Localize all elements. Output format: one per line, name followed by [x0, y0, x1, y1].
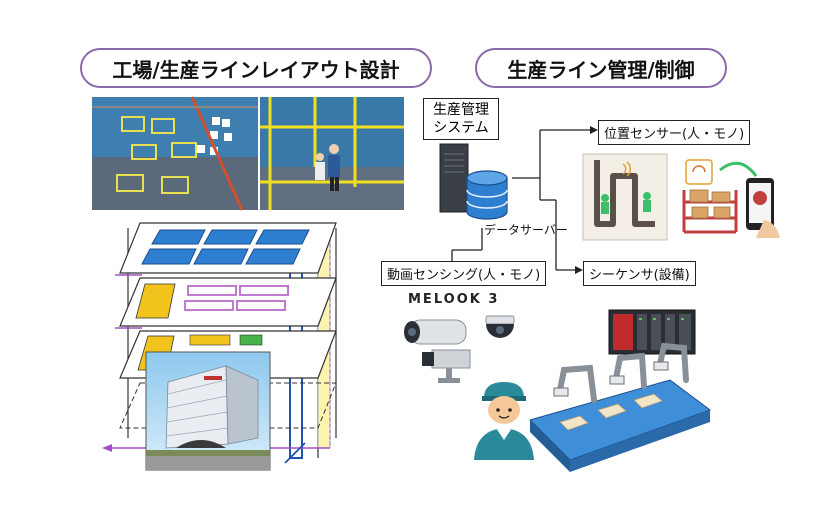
sequencer-label: シーケンサ(設備) — [583, 261, 696, 286]
melook-logo: MELOOK 3 — [408, 292, 500, 307]
system-label-line1: 生産管理 — [433, 102, 489, 118]
video-sensing-label: 動画センシング(人・モノ) — [381, 261, 547, 286]
data-server-label: データサーバー — [484, 223, 568, 237]
camera-bullet-icon — [404, 319, 467, 345]
camera-dome-icon — [485, 315, 515, 338]
camera-box-icon — [422, 349, 471, 383]
production-system-label: 生産管理 システム — [423, 98, 499, 140]
database-icon — [466, 170, 508, 220]
factory-building-photo — [145, 351, 271, 471]
left-section-title: 工場/生産ラインレイアウト設計 — [80, 48, 432, 88]
worker-icon — [474, 382, 534, 460]
right-section-title: 生産ライン管理/制御 — [475, 48, 727, 88]
layout-screenshot-left — [92, 96, 258, 211]
layout-screenshot-right — [260, 97, 404, 210]
inventory-shelf-phone — [682, 159, 780, 238]
position-sensor-label: 位置センサー(人・モノ) — [598, 120, 751, 145]
server-icon — [439, 143, 469, 213]
conveyor-robot-line — [529, 342, 712, 472]
right-section-title-text: 生産ライン管理/制御 — [507, 57, 695, 82]
position-sensor-map — [582, 153, 668, 241]
system-label-line2: システム — [433, 120, 489, 136]
left-section-title-text: 工場/生産ラインレイアウト設計 — [112, 57, 400, 82]
